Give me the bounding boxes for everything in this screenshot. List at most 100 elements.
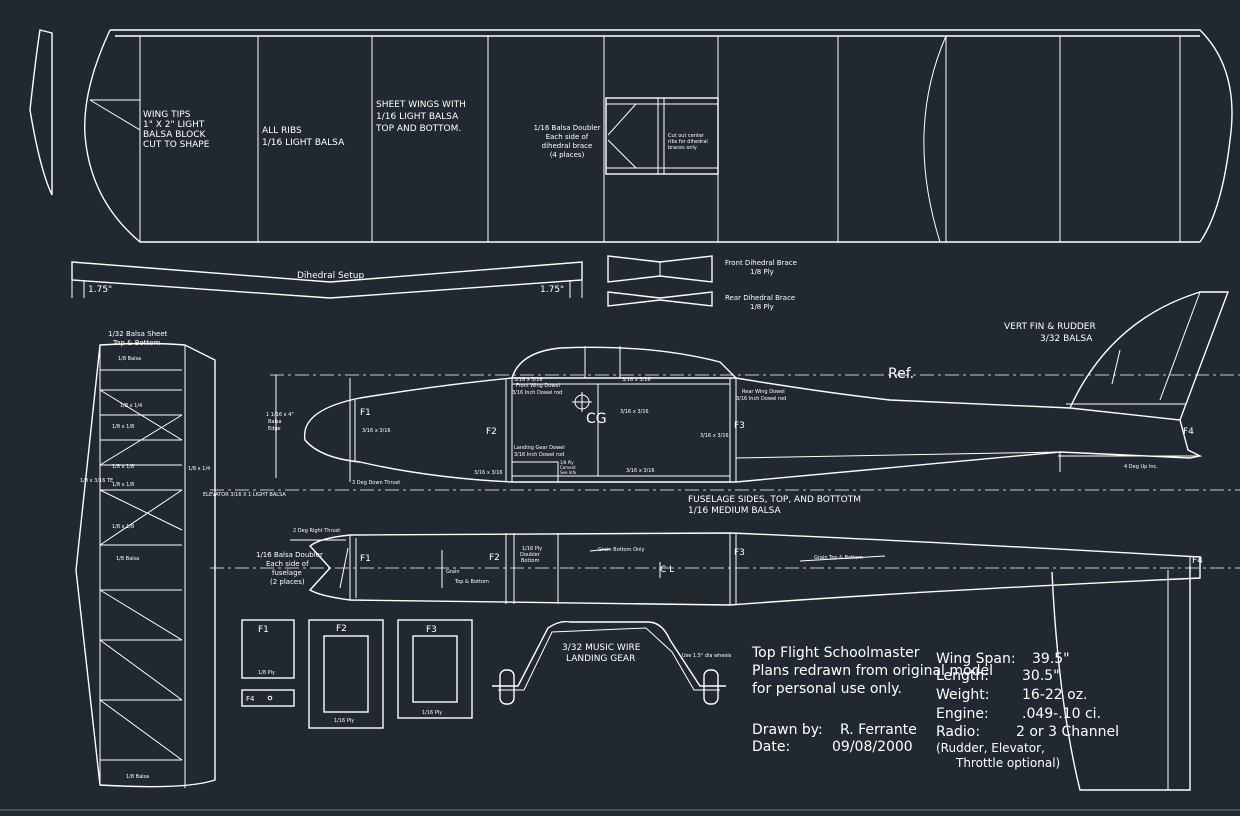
part-f1-name: F1 — [258, 625, 269, 635]
wing-trailing-edge — [84, 29, 1200, 243]
stab-label-6: 1/8 x 1/8 — [112, 524, 134, 530]
spec-radio-label: Radio: — [936, 724, 980, 740]
cg-label: CG — [586, 411, 607, 427]
doubler-note-1: 1/16 Balsa Doubler — [534, 124, 601, 132]
spec-wingspan-label: Wing Span: — [936, 651, 1016, 667]
side-former-f1: F1 — [360, 408, 371, 418]
spec-note-2: Throttle optional) — [955, 756, 1060, 770]
fuselage-note-1: FUSELAGE SIDES, TOP, AND BOTTOTM — [688, 495, 861, 505]
sheet-note-3: TOP AND BOTTOM. — [375, 124, 461, 134]
ply-plate-2: Cement — [560, 465, 576, 470]
gear-label-1: 3/32 MUSIC WIRE — [562, 643, 641, 653]
landing-gear: 3/32 MUSIC WIRE LANDING GEAR Use 1.5" di… — [492, 620, 732, 705]
grain-top-bottom: Grain Top & Bottom — [814, 555, 863, 561]
gear-dowel-1: Landing Gear Dowel — [514, 445, 565, 451]
ply-doubler-3: Bottom — [521, 558, 539, 564]
ref-label: Ref. — [888, 366, 914, 382]
nose-dim-1: 1 1/16 x 4" — [266, 412, 294, 418]
wing-tips-note-3: BALSA BLOCK — [143, 130, 206, 140]
gear-label-2: LANDING GEAR — [566, 654, 635, 664]
cutout-note-3: braces only — [668, 145, 697, 151]
grain-small: Grain — [446, 569, 460, 575]
incidence-label: 4 Deg Up Inc. — [1124, 464, 1158, 470]
dihedral-right-dim: 1.75" — [540, 285, 564, 295]
fin-note-1: VERT FIN & RUDDER — [1004, 322, 1096, 332]
sheet-note-1: SHEET WINGS WITH — [376, 100, 466, 110]
side-former-f4: F4 — [1183, 427, 1194, 437]
nose-dim-3: Edge — [268, 426, 281, 432]
stab-label-2: 1/8 x 1/4 — [120, 403, 142, 409]
rear-dowel-1: Rear Wing Dowel — [742, 389, 785, 395]
wing-tips-note-2: 1" X 2" LIGHT — [143, 120, 205, 130]
spec-weight-value: 16-22 oz. — [1022, 687, 1088, 703]
former-parts: F1 1/8 Ply F2 1/16 Ply F3 1/16 Ply F4 — [241, 619, 473, 729]
ribs-note-2: 1/16 LIGHT BALSA — [262, 138, 345, 148]
stab-label-7: 1/8 Balsa — [116, 556, 139, 562]
top-former-f1: F1 — [360, 554, 371, 564]
dihedral-left-dim: 1.75" — [88, 285, 112, 295]
drawn-by-value: R. Ferrante — [840, 722, 917, 738]
strip-label-4: 3/16 x 3/16 — [620, 409, 649, 415]
strip-label-2: 3/16 x 3/16 — [622, 377, 651, 383]
front-brace-label-2: 1/8 Ply — [750, 268, 774, 276]
fin-note-2: 3/32 BALSA — [1040, 334, 1093, 344]
strip-label-6: 3/16 x 3/16 — [474, 470, 503, 476]
dihedral-title: Dihedral Setup — [297, 271, 364, 281]
nose-dim-2: Balsa — [268, 419, 282, 425]
ply-doubler-2: Doubler — [520, 552, 541, 558]
specs-block: Wing Span: 39.5" Length: 30.5" Weight: 1… — [936, 651, 1119, 770]
ply-doubler-1: 1/16 Ply — [522, 546, 542, 552]
part-f3-material: 1/16 Ply — [422, 710, 442, 716]
stab-sheet-note-1: 1/32 Balsa Sheet — [108, 330, 168, 338]
top-doubler-2: Each side of — [266, 560, 309, 568]
gear-dowel-2: 3/16 Inch Dowel rod — [514, 452, 564, 458]
gear-wheels-note: Use 1.5" dia wheels — [682, 653, 732, 659]
top-former-f2: F2 — [489, 553, 500, 563]
top-doubler-1: 1/16 Balsa Doubler — [256, 551, 323, 559]
thrust-right: 2 Deg Right Thrust — [293, 528, 340, 534]
f4-hole-icon — [267, 695, 273, 701]
ply-plate-1: 1/8 Ply — [560, 460, 574, 465]
side-former-f2: F2 — [486, 427, 497, 437]
strip-label-5: 3/16 x 3/16 — [700, 433, 729, 439]
strip-label-7: 3/16 x 3/16 — [626, 468, 655, 474]
date-label: Date: — [752, 739, 790, 755]
stabilizer-plan: 1/32 Balsa Sheet Top & Bottom 1/8 Balsa … — [75, 330, 286, 788]
rear-dowel-2: 3/16 Inch Dowel rod — [736, 396, 786, 402]
stab-label-4: 1/8 x 1/8 — [112, 464, 134, 470]
wing-plan: WING TIPS 1" X 2" LIGHT BALSA BLOCK CUT … — [29, 29, 1233, 243]
cutout-note-1: Cut out center — [668, 133, 705, 139]
spec-length-value: 30.5" — [1022, 668, 1060, 684]
top-doubler-4: (2 places) — [270, 578, 305, 586]
rear-brace-label-1: Rear Dihedral Brace — [725, 294, 795, 302]
ribs-note-1: ALL RIBS — [262, 126, 302, 136]
title-line-1: Top Flight Schoolmaster — [751, 645, 920, 661]
stab-label-3: 1/8 x 1/8 — [112, 424, 134, 430]
front-dowel-2: 3/16 Inch Dowel rod — [512, 390, 562, 396]
spec-engine-label: Engine: — [936, 706, 989, 722]
front-brace-label-1: Front Dihedral Brace — [725, 259, 797, 267]
wing-tips-note-1: WING TIPS — [143, 110, 191, 120]
doubler-note-4: (4 places) — [550, 151, 585, 159]
strip-label-3: 3/16 x 3/16 — [362, 428, 391, 434]
grain-small-2: Top & Bottom — [454, 579, 489, 585]
spec-weight-label: Weight: — [936, 687, 990, 703]
side-former-f3: F3 — [734, 421, 745, 431]
wing-tips-note-4: CUT TO SHAPE — [143, 140, 210, 150]
spec-engine-value: .049-.10 ci. — [1022, 706, 1101, 722]
spec-radio-value: 2 or 3 Channel — [1016, 724, 1119, 740]
stab-label-5: 1/8 x 1/8 — [112, 482, 134, 488]
part-f1-material: 1/8 Ply — [258, 670, 275, 676]
part-f4-name: F4 — [246, 695, 255, 703]
top-former-f3: F3 — [734, 548, 745, 558]
spec-length-label: Length: — [936, 668, 989, 684]
wing-outline — [110, 29, 1233, 243]
grain-bottom: Grain Bottom Only — [598, 547, 645, 553]
fin-lower-outline — [1051, 566, 1191, 791]
rear-brace-label-2: 1/8 Ply — [750, 303, 774, 311]
spec-note-1: (Rudder, Elevator, — [936, 741, 1045, 755]
strip-label-1: 3/16 x 3/16 — [514, 377, 543, 383]
title-line-3: for personal use only. — [752, 681, 902, 697]
spec-wingspan-value: 39.5" — [1032, 651, 1070, 667]
